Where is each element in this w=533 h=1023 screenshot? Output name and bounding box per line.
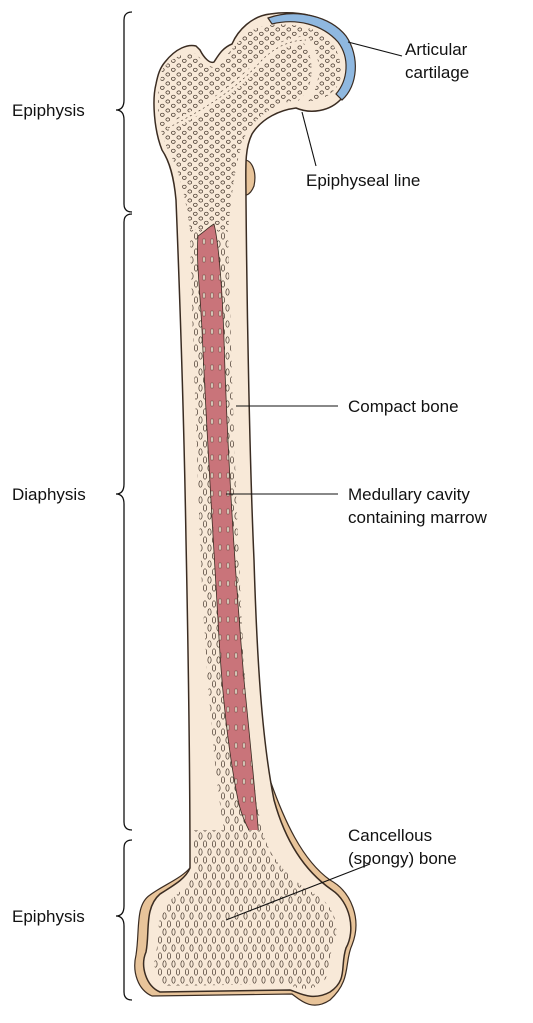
bone-illustration [135, 13, 356, 1005]
label-articular-cartilage-line2: cartilage [405, 63, 469, 82]
label-epiphysis-top: Epiphysis [12, 101, 85, 120]
label-epiphyseal-line: Epiphyseal line [306, 171, 420, 190]
label-medullary-cavity-line1: Medullary cavity [348, 485, 470, 504]
leader-epiphyseal-line [302, 112, 316, 166]
leader-articular-cartilage [348, 42, 402, 56]
label-cancellous-bone-line2: (spongy) bone [348, 849, 457, 868]
label-articular-cartilage-line1: Articular [405, 40, 468, 59]
bracket-epiphysis-bottom [116, 840, 132, 1000]
label-compact-bone: Compact bone [348, 397, 459, 416]
label-epiphysis-bottom: Epiphysis [12, 907, 85, 926]
label-diaphysis: Diaphysis [12, 485, 86, 504]
region-brackets [116, 12, 132, 1000]
label-medullary-cavity-line2: containing marrow [348, 508, 488, 527]
bracket-epiphysis-top [116, 12, 132, 212]
distal-spongy-bone [155, 830, 337, 989]
bracket-diaphysis [116, 214, 132, 830]
label-cancellous-bone-line1: Cancellous [348, 826, 432, 845]
